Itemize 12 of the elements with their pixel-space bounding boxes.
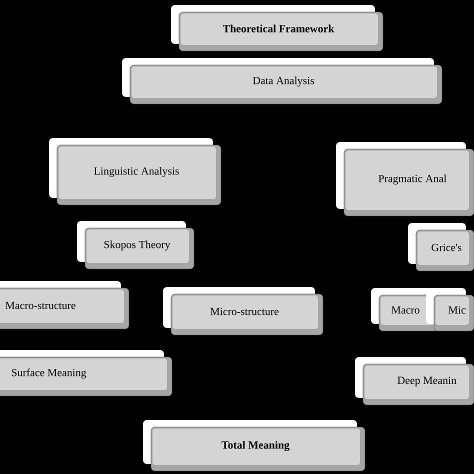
- process-box: Total Meaning: [143, 420, 366, 472]
- process-box: Grice's: [408, 223, 474, 272]
- process-box: Mic: [426, 288, 474, 332]
- process-box: Micro-structure: [163, 287, 324, 336]
- process-box: Deep Meanin: [355, 357, 474, 406]
- process-box: Macro-structure: [0, 281, 130, 330]
- process-box: Skopos Theory: [77, 221, 194, 270]
- process-box: Pragmatic Anal: [336, 142, 474, 216]
- process-box: Linguistic Analysis: [49, 138, 222, 206]
- process-box: Surface Meaning: [0, 350, 172, 396]
- process-box: Theoretical Framework: [171, 5, 384, 52]
- process-box: Data Analysis: [122, 58, 442, 104]
